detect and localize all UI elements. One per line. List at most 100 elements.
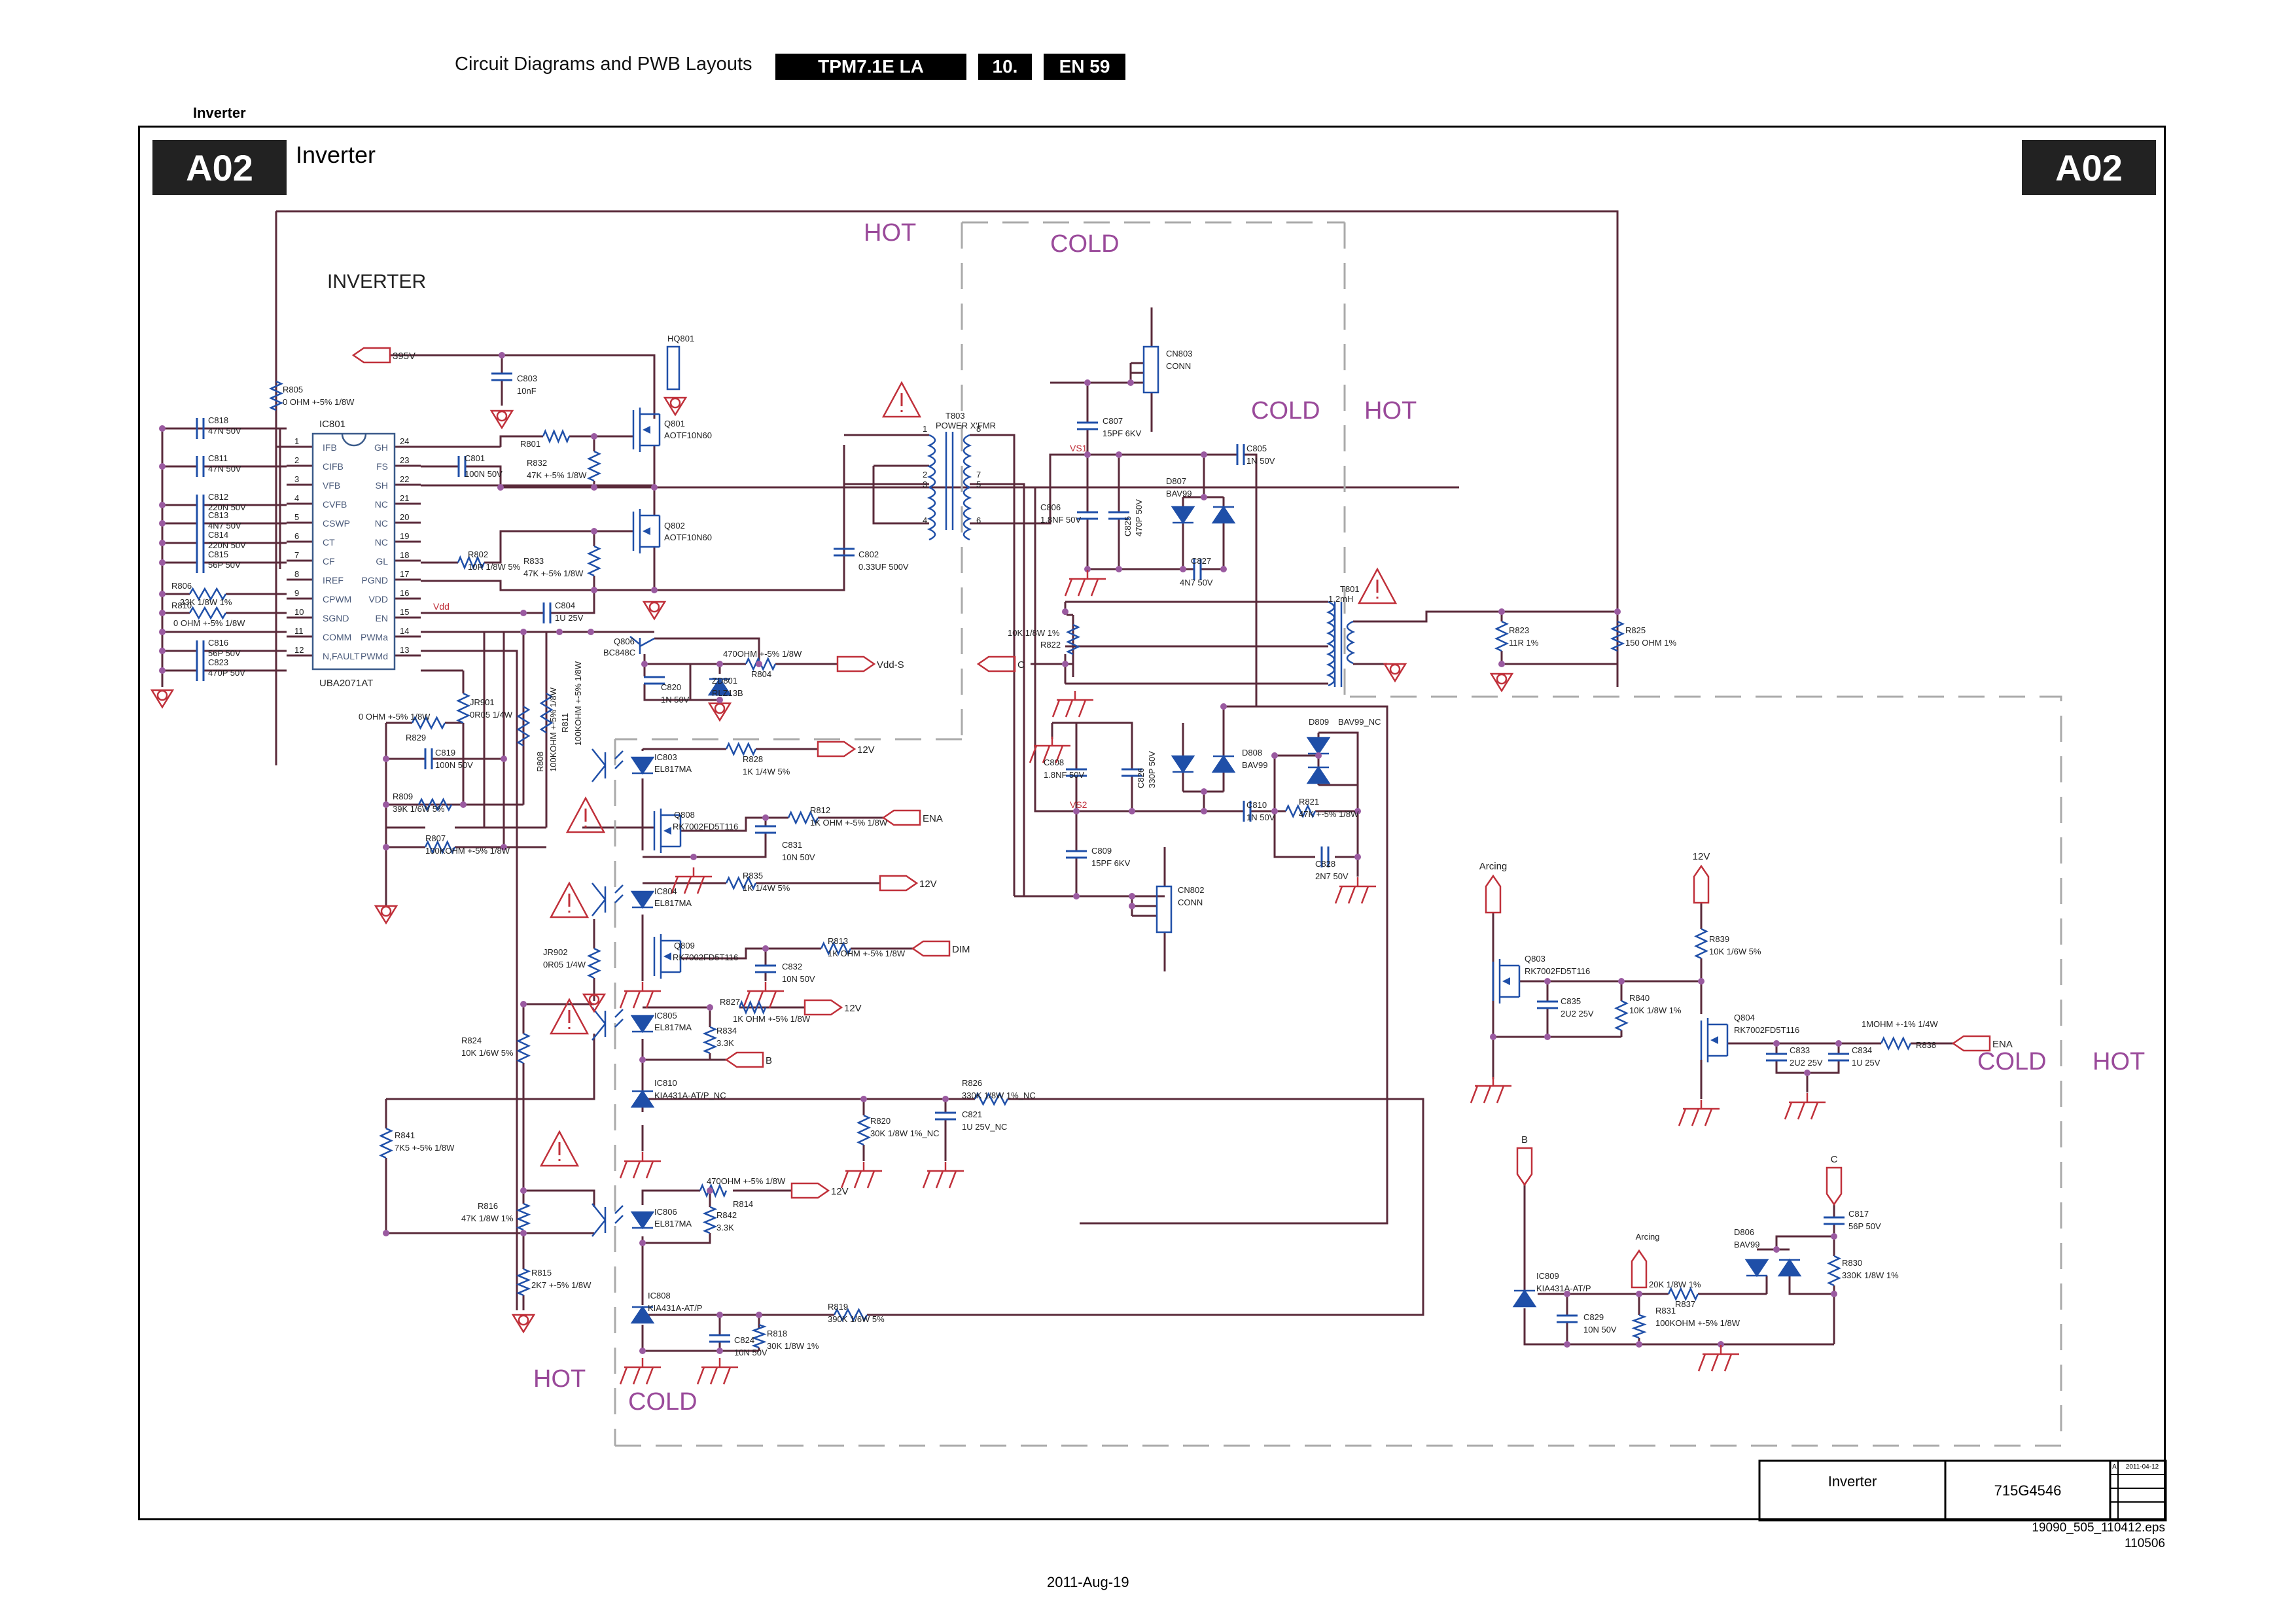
label: 100N 50V — [465, 469, 503, 479]
value-c824: 10N 50V — [734, 1348, 768, 1357]
b-left-net-label: B — [766, 1055, 772, 1066]
ena-a-net-label: ENA — [923, 813, 943, 824]
cap-c804 — [542, 602, 552, 623]
value-c809: 15PF 6KV — [1091, 858, 1131, 868]
resistor-jr902 — [587, 947, 601, 979]
resistor-r806 — [188, 587, 227, 601]
cap-c825 — [1108, 511, 1129, 520]
value-c813: 4N7 50V — [208, 521, 241, 531]
shunt-ic808 — [630, 1305, 655, 1324]
zone-hot-label: HOT — [864, 219, 916, 247]
ref-r805: R805 — [283, 385, 303, 394]
connector-cn803 — [1142, 345, 1159, 394]
ground-cold-icon — [742, 982, 784, 1009]
v12-right-port — [1693, 864, 1710, 904]
ic801-pin-name: PGND — [362, 575, 388, 585]
arcing-bottom-net-label: Arcing — [1636, 1232, 1660, 1242]
junction-dot — [1084, 379, 1091, 386]
junction-dot — [1354, 854, 1361, 860]
v12-c-net-label: 12V — [844, 1003, 862, 1014]
ref-c833: C833 — [1790, 1045, 1810, 1055]
ic801-pin-name: EN — [376, 613, 388, 623]
shunt-ic810 — [630, 1089, 655, 1108]
ref-r809: R809 — [393, 792, 413, 801]
junction-dot — [499, 352, 505, 358]
junction-dot — [1220, 566, 1227, 572]
junction-dot — [591, 528, 597, 534]
opto-ic805-transistor — [592, 1007, 624, 1041]
junction-dot — [159, 610, 166, 616]
ground-hot-icon — [150, 689, 175, 709]
value-c820: 1N 50V — [661, 695, 690, 705]
transistor-q806 — [629, 636, 655, 654]
ground-cold-icon — [1029, 737, 1070, 763]
footer-date: 2011-Aug-19 — [1047, 1574, 1129, 1590]
ref-c816: C816 — [208, 638, 228, 648]
ground-hot-icon — [663, 396, 688, 417]
label: Q802 — [664, 521, 685, 531]
arcing-top-net-label: Arcing — [1479, 861, 1508, 872]
junction-dot — [520, 610, 527, 616]
junction-dot — [159, 629, 166, 635]
wire — [385, 722, 484, 906]
junction-dot — [1636, 1341, 1642, 1348]
resistor-r837 — [1667, 1287, 1699, 1301]
label: 100KOHM +-5% 1/8W — [573, 661, 583, 746]
zone-hot-label: HOT — [1364, 397, 1417, 425]
symbols — [150, 345, 1991, 1385]
ref-r840: R840 — [1629, 993, 1650, 1003]
junction-dot — [1831, 1291, 1837, 1297]
value-c808: 1.8NF 50V — [1044, 770, 1084, 780]
wire — [421, 650, 518, 1310]
b-left-port — [724, 1051, 764, 1068]
resistor-r812 — [787, 811, 819, 825]
cap-c818 — [196, 418, 205, 439]
cap-c824 — [709, 1334, 730, 1343]
label: AOTF10N60 — [664, 430, 712, 440]
zone-cold-label: COLD — [628, 1388, 698, 1416]
cap-c823 — [196, 660, 205, 681]
resistor-jr901 — [456, 692, 470, 724]
junction-dot — [1116, 566, 1122, 572]
label: C827 — [1191, 556, 1211, 566]
b-bottom-port — [1516, 1147, 1533, 1187]
junction-dot — [707, 1187, 713, 1194]
wire — [1538, 1293, 1767, 1344]
ref-r832: R832 — [527, 458, 547, 468]
ref-c813: C813 — [208, 510, 228, 520]
label: R801 — [520, 439, 540, 449]
resistor-r834 — [702, 1026, 718, 1055]
ic801-pin-number: 21 — [400, 493, 409, 503]
junction-dot — [1773, 1246, 1780, 1253]
ic801-pin-name: PWMa — [361, 632, 388, 642]
value-cn802: CONN — [1178, 898, 1203, 907]
ic801-pin-number: 13 — [400, 645, 409, 655]
ref-c811: C811 — [208, 453, 228, 463]
cap-c803 — [491, 372, 512, 381]
value-c834: 1U 25V — [1852, 1058, 1881, 1068]
ic801-pin-name: GH — [374, 442, 388, 453]
cap-c829 — [1557, 1314, 1578, 1323]
cap-c832 — [755, 964, 776, 973]
ref-c815: C815 — [208, 550, 228, 559]
label: R827 — [720, 997, 740, 1007]
resistor-r832 — [587, 450, 601, 482]
dim-net-label: DIM — [952, 944, 970, 955]
label: R804 — [751, 669, 771, 679]
wire — [1318, 731, 1359, 811]
cap-c817 — [1824, 1216, 1845, 1225]
cap-c807 — [1077, 421, 1098, 430]
ref-q803: Q803 — [1525, 954, 1545, 964]
junction-dot — [641, 661, 648, 667]
mosfet-q808 — [653, 809, 682, 853]
transformer-t801-secondary — [1346, 620, 1356, 665]
value-c833: 2U2 25V — [1790, 1058, 1823, 1068]
junction-dot — [1201, 788, 1207, 795]
labels: IC801UBA2071AT1IFB2CIFB3VFB4CVFB5CSWP6CT… — [171, 219, 2145, 1416]
ground-hot-icon — [1383, 663, 1407, 683]
wire — [643, 816, 883, 858]
wire — [1064, 601, 1328, 685]
ic801-pin-number: 18 — [400, 550, 409, 560]
resistor-r830 — [1827, 1255, 1841, 1287]
label: 33K 1/8W 1% — [180, 597, 232, 607]
